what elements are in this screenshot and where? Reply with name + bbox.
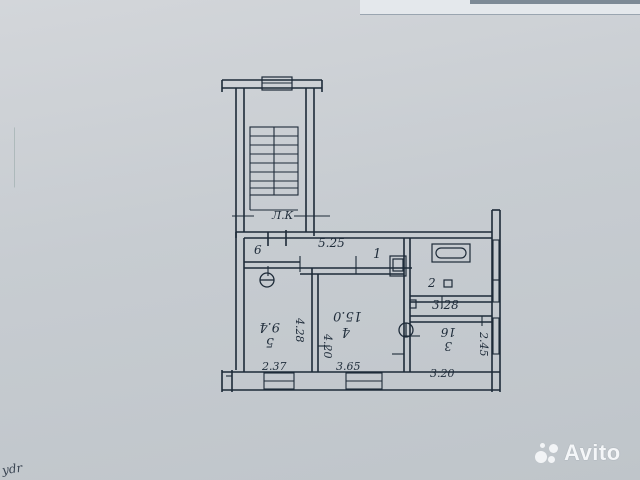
room-3-number: 3 [444,339,452,353]
apartment-outer-walls [221,209,501,392]
paper-edge-dark [470,0,640,4]
avito-logo-icon [534,440,560,466]
room-6-number: 6 [254,243,262,257]
room-3-area: 16 [440,325,456,339]
corner-handwriting: ydr [1,460,24,478]
room-1-area: 5.25 [318,236,345,250]
bathroom-fixtures [389,243,471,309]
stair-treads [249,126,299,211]
plan-labels: Л.К 1 5.25 2 3.28 3 16 3.20 2.45 4 15.0 … [254,209,490,380]
room-5-length: 2.37 [261,360,287,373]
landing-label: Л.К [271,209,294,222]
room-2-number: 2 [427,276,436,290]
room-4-width: 4.20 [321,333,334,359]
watermark: Avito [534,440,621,466]
staircase-walls [221,76,323,238]
room-5-number: 5 [266,334,274,349]
room-3-width: 2.45 [477,331,490,357]
room-5-width: 4.28 [293,317,306,343]
windows [263,239,500,390]
room-4-area: 15.0 [333,308,362,323]
room-5-area: 9.4 [259,319,280,334]
room-3-length: 3.20 [430,367,455,380]
room-4-number: 4 [342,324,351,339]
room-2-area: 3.28 [432,298,459,312]
room-1-number: 1 [373,247,381,262]
door-marks [226,256,483,377]
watermark-text: Avito [564,440,621,465]
room-4-length: 3.65 [336,360,361,373]
ventilation-circles [259,272,414,338]
